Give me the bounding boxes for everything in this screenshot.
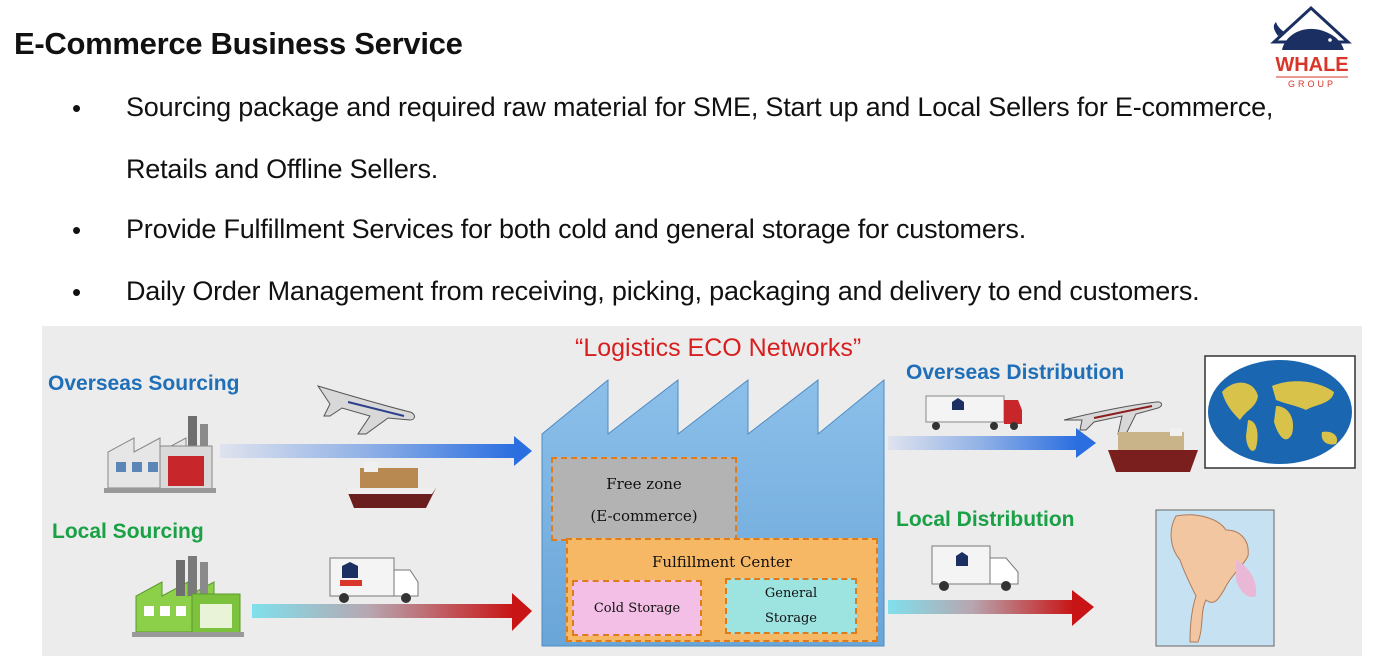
general-storage-line-2: Storage [765,611,817,626]
bullet-1-line-1: Sourcing package and required raw materi… [126,92,1274,122]
bullet-1-line-2: Retails and Offline Sellers. [126,154,439,184]
free-zone-line-2: (E-commerce) [590,507,698,525]
airplane-icon [316,385,415,435]
free-zone-box: Free zone (E-commerce) [551,457,737,541]
free-zone-line-1: Free zone [606,475,682,493]
overseas-distribution-arrow [888,428,1096,458]
whale-logo-icon: WHALE GROUP [1270,5,1352,89]
overseas-sourcing-label: Overseas Sourcing [48,372,240,395]
bullet-2-line-1: Provide Fulfillment Services for both co… [126,214,1027,244]
bullet-marker: • [72,215,82,245]
logo-text: WHALE [1275,54,1348,76]
fulfillment-center-label: Fulfillment Center [651,553,793,571]
bullet-marker: • [72,93,82,123]
network-title: “Logistics ECO Networks” [575,334,862,362]
general-storage-box: General Storage [725,578,857,634]
delivery-truck-icon [329,557,419,603]
cold-storage-label: Cold Storage [593,601,681,616]
overseas-distribution-label: Overseas Distribution [906,361,1125,384]
overseas-factory-icon [104,416,216,493]
local-sourcing-arrow [252,593,532,631]
airplane-icon [1063,401,1163,435]
bullet-marker: • [72,277,82,307]
overseas-sourcing-arrow [220,436,532,466]
bullet-3-line-1: Daily Order Management from receiving, p… [126,276,1200,306]
local-map-icon [1155,509,1275,647]
delivery-truck-icon [931,545,1019,591]
local-distribution-arrow [888,590,1094,626]
trailer-truck-icon [925,395,1022,430]
cold-storage-box: Cold Storage [572,580,702,636]
logo-subtext: GROUP [1288,79,1336,89]
world-map-icon [1204,355,1356,469]
local-factory-icon [132,556,244,637]
cargo-ship-icon [346,462,436,508]
whale-group-logo: WHALE GROUP [1268,2,1354,94]
general-storage-line-1: General [764,586,818,601]
cargo-ship-icon [1108,428,1198,472]
local-distribution-label: Local Distribution [896,508,1075,531]
page-title: E-Commerce Business Service [14,26,463,61]
local-sourcing-label: Local Sourcing [52,520,204,543]
bullet-list: • Sourcing package and required raw mate… [0,0,1376,320]
